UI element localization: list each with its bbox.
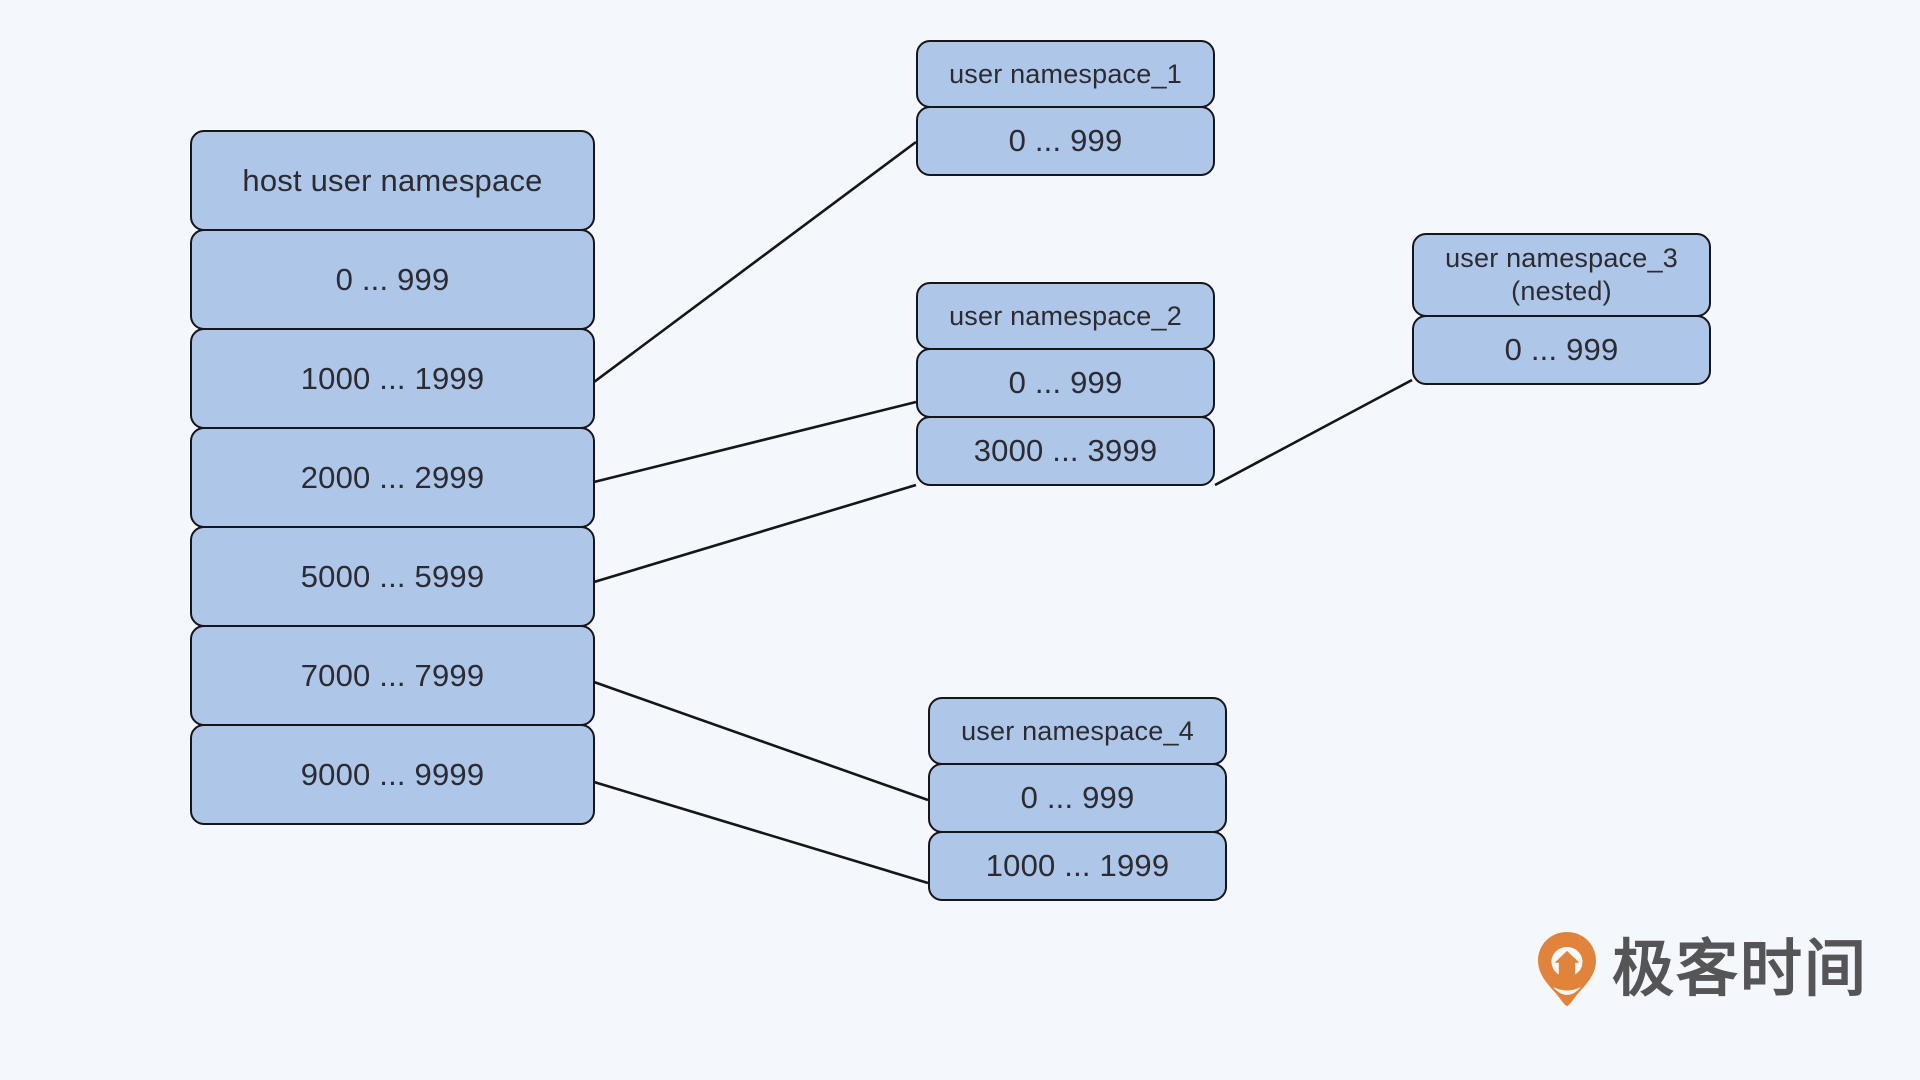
connector-host2000-to-ns2 (593, 400, 917, 484)
user-namespace-4-group: user namespace_4 0 ... 999 1000 ... 1999 (928, 697, 1227, 901)
host-user-namespace-group: host user namespace 0 ... 999 1000 ... 1… (190, 130, 595, 825)
ns3-range-0: 0 ... 999 (1412, 315, 1711, 385)
connector-ns2-to-ns3 (1214, 378, 1413, 487)
user-namespace-2-group: user namespace_2 0 ... 999 3000 ... 3999 (916, 282, 1215, 486)
connector-host9000-to-ns4 (593, 780, 929, 885)
ns3-header: user namespace_3 (nested) (1412, 233, 1711, 317)
host-range-3: 5000 ... 5999 (190, 526, 595, 627)
ns3-header-line1: user namespace_3 (1445, 243, 1678, 274)
ns4-range-0: 0 ... 999 (928, 763, 1227, 833)
geektime-pin-icon (1538, 932, 1596, 1006)
host-range-0: 0 ... 999 (190, 229, 595, 330)
ns3-header-line2: (nested) (1511, 276, 1612, 306)
connector-host5000-to-ns2 (593, 483, 917, 584)
host-range-1: 1000 ... 1999 (190, 328, 595, 429)
host-range-5: 9000 ... 9999 (190, 724, 595, 825)
ns2-range-1: 3000 ... 3999 (916, 416, 1215, 486)
user-namespace-3-group: user namespace_3 (nested) 0 ... 999 (1412, 233, 1711, 385)
host-range-4: 7000 ... 7999 (190, 625, 595, 726)
ns1-header: user namespace_1 (916, 40, 1215, 108)
ns1-range-0: 0 ... 999 (916, 106, 1215, 176)
host-range-2: 2000 ... 2999 (190, 427, 595, 528)
connector-host1000-to-ns1 (593, 140, 917, 384)
ns2-header: user namespace_2 (916, 282, 1215, 350)
user-namespace-1-group: user namespace_1 0 ... 999 (916, 40, 1215, 176)
ns4-header: user namespace_4 (928, 697, 1227, 765)
brand-logo: 极客时间 (1536, 930, 1868, 1008)
ns2-range-0: 0 ... 999 (916, 348, 1215, 418)
brand-wordmark: 极客时间 (1612, 932, 1869, 1005)
host-namespace-header: host user namespace (190, 130, 595, 231)
connector-host7000-to-ns4 (593, 680, 929, 802)
ns4-range-1: 1000 ... 1999 (928, 831, 1227, 901)
